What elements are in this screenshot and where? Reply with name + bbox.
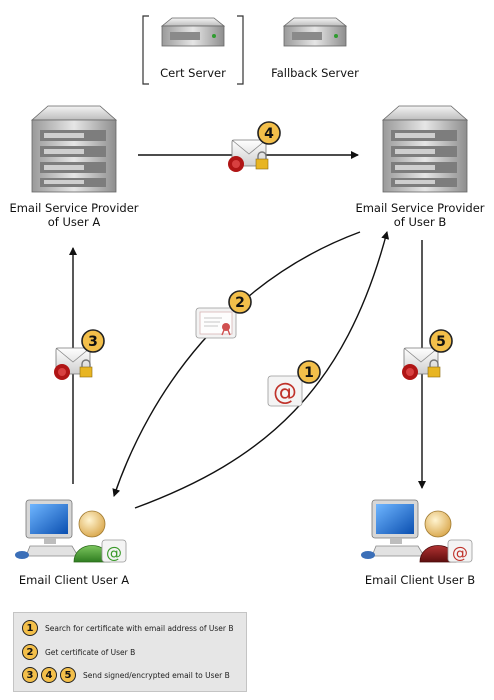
client-b-label: Email Client User B [364, 573, 476, 587]
legend-text-step1: Search for certificate with email addres… [45, 623, 234, 633]
legend-text-step345: Send signed/encrypted email to User B [83, 670, 230, 680]
legend-badge-5: 5 [60, 667, 76, 683]
fallback-server-icon [282, 17, 348, 47]
user-a-icon: @ [73, 510, 127, 563]
provider-b-label-line1: Email Service Provider [355, 201, 485, 215]
legend-badge-4: 4 [41, 667, 57, 683]
legend-text-step2: Get certificate of User B [45, 647, 136, 657]
step-badge-5: 5 [429, 329, 453, 353]
legend-row-step2: 2 Get certificate of User B [22, 644, 135, 660]
step-badge-1: 1 [297, 360, 321, 384]
svg-text:2: 2 [235, 295, 245, 311]
step-badge-4: 4 [257, 121, 281, 145]
provider-b-label-line2: of User B [393, 215, 447, 229]
client-a-label: Email Client User A [18, 573, 130, 587]
svg-text:@: @ [106, 543, 122, 562]
legend-badge-1: 1 [22, 620, 38, 636]
at-symbol-icon: @ [267, 375, 303, 407]
legend-badge-3: 3 [22, 667, 38, 683]
arrow-step2 [112, 231, 361, 497]
signed-envelope-icon-step4 [228, 139, 269, 172]
cert-server-bracket [142, 15, 244, 85]
svg-text:3: 3 [88, 334, 98, 350]
client-a-computer-icon [15, 499, 79, 559]
cert-server-icon [160, 17, 226, 47]
user-b-icon: @ [419, 510, 473, 563]
legend-badge-2: 2 [22, 644, 38, 660]
step-badge-2: 2 [228, 290, 252, 314]
fallback-server-label: Fallback Server [271, 66, 359, 80]
client-b-computer-icon [361, 499, 425, 559]
svg-text:@: @ [452, 543, 468, 562]
provider-a-label-line2: of User A [47, 215, 101, 229]
svg-text:5: 5 [436, 334, 446, 350]
step-badge-3: 3 [81, 329, 105, 353]
arrow-step1 [134, 231, 390, 509]
provider-b-server-icon [381, 105, 469, 193]
legend-row-step345: 3 4 5 Send signed/encrypted email to Use… [22, 667, 230, 683]
at-symbol-glyph: @ [273, 378, 297, 406]
provider-a-server-icon [30, 105, 118, 193]
signed-envelope-icon-step5 [402, 347, 441, 380]
signed-envelope-icon-step3 [54, 347, 93, 380]
provider-a-label-line1: Email Service Provider [9, 201, 139, 215]
svg-text:1: 1 [304, 365, 314, 381]
legend: 1 Search for certificate with email addr… [13, 612, 247, 692]
svg-text:4: 4 [264, 126, 274, 142]
certificate-icon [195, 307, 237, 339]
cert-server-label: Cert Server [160, 66, 226, 80]
legend-row-step1: 1 Search for certificate with email addr… [22, 620, 234, 636]
